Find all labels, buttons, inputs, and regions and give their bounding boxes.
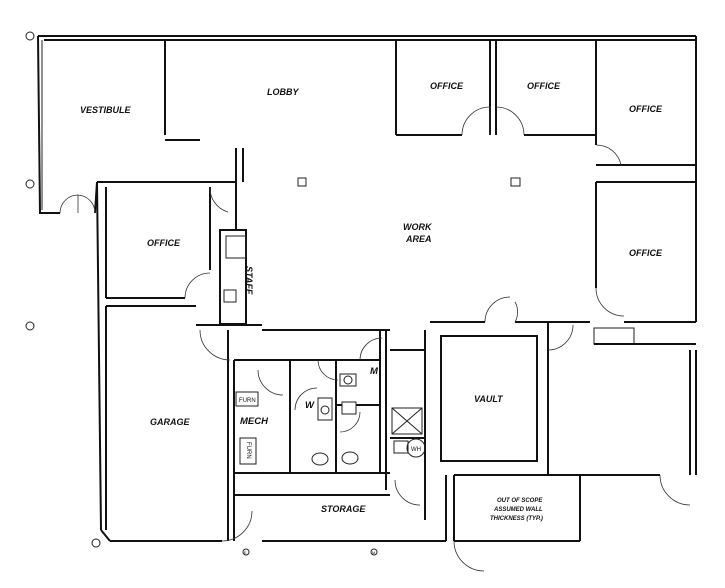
room-label-work: WORK [403, 222, 433, 232]
restrooms [262, 329, 390, 490]
left-office [105, 186, 229, 299]
room-label-staff: STAFF [244, 266, 254, 295]
columns [297, 177, 521, 187]
room-label-storage: STORAGE [321, 504, 366, 514]
room-label-office-right: OFFICE [629, 248, 663, 258]
vault-walls [430, 296, 590, 475]
room-label-womens: W [305, 400, 315, 411]
garage-walls [105, 305, 253, 542]
grid-marker-label-1: E [244, 550, 247, 555]
mech-room [234, 359, 290, 474]
lobby-walls [235, 148, 244, 230]
room-label-vault: VAULT [474, 394, 504, 404]
exterior-walls [37, 35, 697, 542]
grid-marker-label-2: M [372, 550, 375, 555]
room-label-vestibule: VESTIBULE [80, 105, 132, 115]
furnace-label-1: FURN [239, 398, 256, 404]
out-of-scope-line-3: THICKNESS (TYP.) [490, 516, 543, 522]
out-of-scope-line-2: ASSUMED WALL [493, 507, 543, 513]
right-lower-room [593, 327, 696, 506]
room-label-office-top-left: OFFICE [430, 81, 464, 91]
vestibule-walls [41, 40, 200, 214]
room-label-mech: MECH [240, 416, 269, 427]
room-label-garage: GARAGE [150, 417, 190, 427]
room-label-area: AREA [405, 234, 432, 244]
room-label-mens: M [370, 366, 379, 377]
storage-walls [234, 475, 485, 572]
room-label-lobby: LOBBY [267, 87, 299, 97]
right-office-lower [595, 181, 696, 323]
out-of-scope-line-1: OUT OF SCOPE [497, 498, 543, 504]
top-offices [395, 40, 696, 166]
utility-closet [390, 330, 426, 520]
furnace-label-2: FURN [245, 442, 251, 459]
room-label-office-top-right: OFFICE [629, 104, 663, 114]
room-label-office-top-middle: OFFICE [527, 81, 561, 91]
water-heater-label: WH [411, 447, 421, 453]
grid-markers [25, 31, 378, 556]
room-label-office-left: OFFICE [147, 238, 181, 248]
staff-counter [196, 229, 262, 326]
